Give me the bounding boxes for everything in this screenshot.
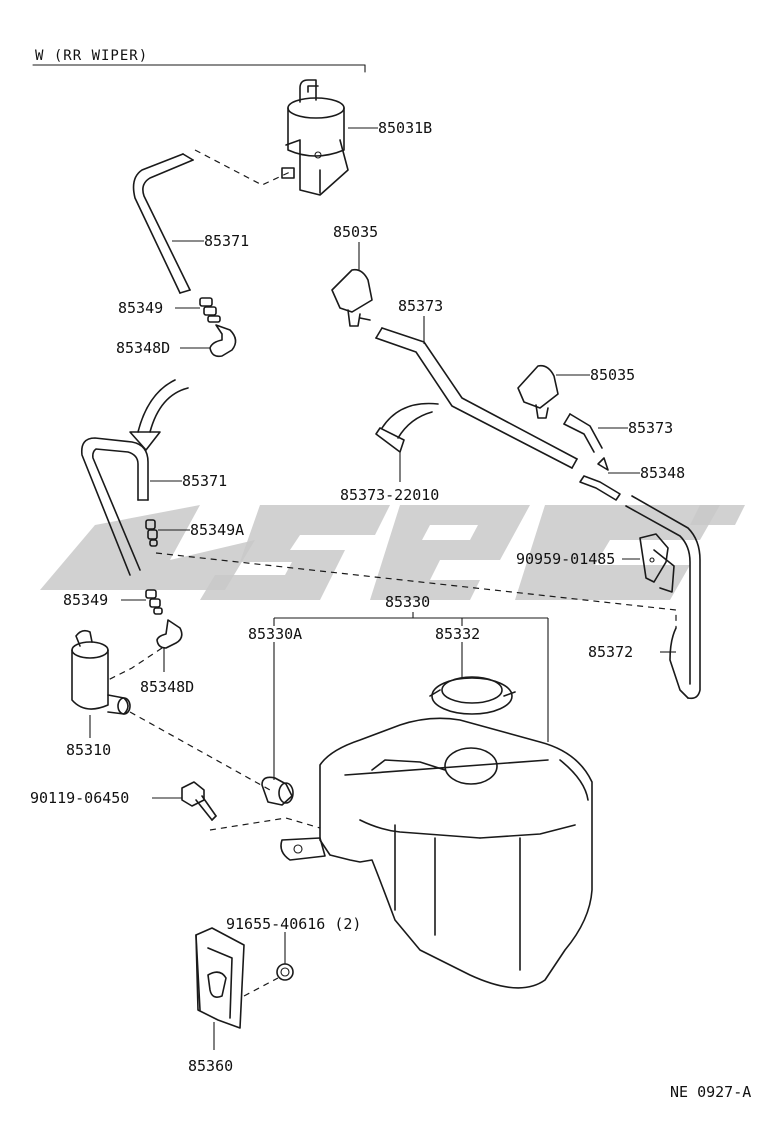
label-85349-lower: 85349 bbox=[63, 591, 108, 609]
label-85330: 85330 bbox=[385, 593, 430, 611]
hose-85372 bbox=[625, 495, 701, 700]
header-label: W (RR WIPER) bbox=[35, 48, 148, 64]
grommet-85330A bbox=[261, 776, 294, 806]
nozzle-85035-lower bbox=[517, 364, 559, 419]
connector-85349A bbox=[145, 519, 158, 547]
label-85360: 85360 bbox=[188, 1057, 233, 1075]
callout-labels: 85031B 85371 85349 85348D 85035 85373 85… bbox=[30, 119, 751, 1101]
label-85373-long: 85373 bbox=[398, 297, 443, 315]
washer-pump-85310 bbox=[71, 629, 131, 715]
label-85372: 85372 bbox=[588, 643, 633, 661]
connector-85349-lower bbox=[145, 589, 163, 615]
label-85332: 85332 bbox=[435, 625, 480, 643]
figure-reference: NE 0927-A bbox=[670, 1083, 751, 1101]
elbow-85348D-upper bbox=[209, 324, 237, 358]
hose-85373-short bbox=[563, 413, 603, 453]
label-85035-lower: 85035 bbox=[590, 366, 635, 384]
rear-washer-motor-85031B bbox=[281, 79, 349, 196]
connector-85349-upper bbox=[199, 297, 221, 323]
label-85348D-lower: 85348D bbox=[140, 678, 194, 696]
connector-85348 bbox=[579, 457, 621, 501]
clip-90959-01485 bbox=[639, 533, 675, 593]
label-85371-upper: 85371 bbox=[204, 232, 249, 250]
nut-91655-40616 bbox=[276, 963, 294, 981]
watermark-logo bbox=[40, 505, 745, 600]
bolt-90119-06450 bbox=[181, 781, 217, 821]
label-85349-upper: 85349 bbox=[118, 299, 163, 317]
label-85371-lower: 85371 bbox=[182, 472, 227, 490]
label-85310: 85310 bbox=[66, 741, 111, 759]
cap-85332 bbox=[429, 676, 516, 715]
label-85373-short: 85373 bbox=[628, 419, 673, 437]
hose-85373-long bbox=[375, 327, 578, 469]
label-90959-01485: 90959-01485 bbox=[516, 550, 615, 568]
washer-tank-85330 bbox=[280, 717, 593, 989]
label-85330A: 85330A bbox=[248, 625, 302, 643]
label-90119-06450: 90119-06450 bbox=[30, 789, 129, 807]
clamp-85373-22010 bbox=[375, 402, 439, 453]
elbow-85348D-lower bbox=[156, 619, 183, 649]
direction-arrow bbox=[129, 379, 189, 451]
hose-85371-upper bbox=[132, 153, 194, 294]
nozzle-85035-upper bbox=[331, 268, 373, 327]
leader-lines bbox=[89, 127, 676, 1050]
header-bracket: W (RR WIPER) bbox=[32, 48, 366, 73]
label-85373-22010: 85373-22010 bbox=[340, 486, 439, 504]
label-91655-40616: 91655-40616 (2) bbox=[226, 915, 361, 933]
label-85031B: 85031B bbox=[378, 119, 432, 137]
bracket-85360 bbox=[195, 927, 245, 1029]
dashed-links bbox=[107, 149, 677, 997]
label-85348D-upper: 85348D bbox=[116, 339, 170, 357]
label-85035-upper: 85035 bbox=[333, 223, 378, 241]
label-85348: 85348 bbox=[640, 464, 685, 482]
hose-85371-lower bbox=[80, 437, 149, 576]
label-85349A: 85349A bbox=[190, 521, 244, 539]
